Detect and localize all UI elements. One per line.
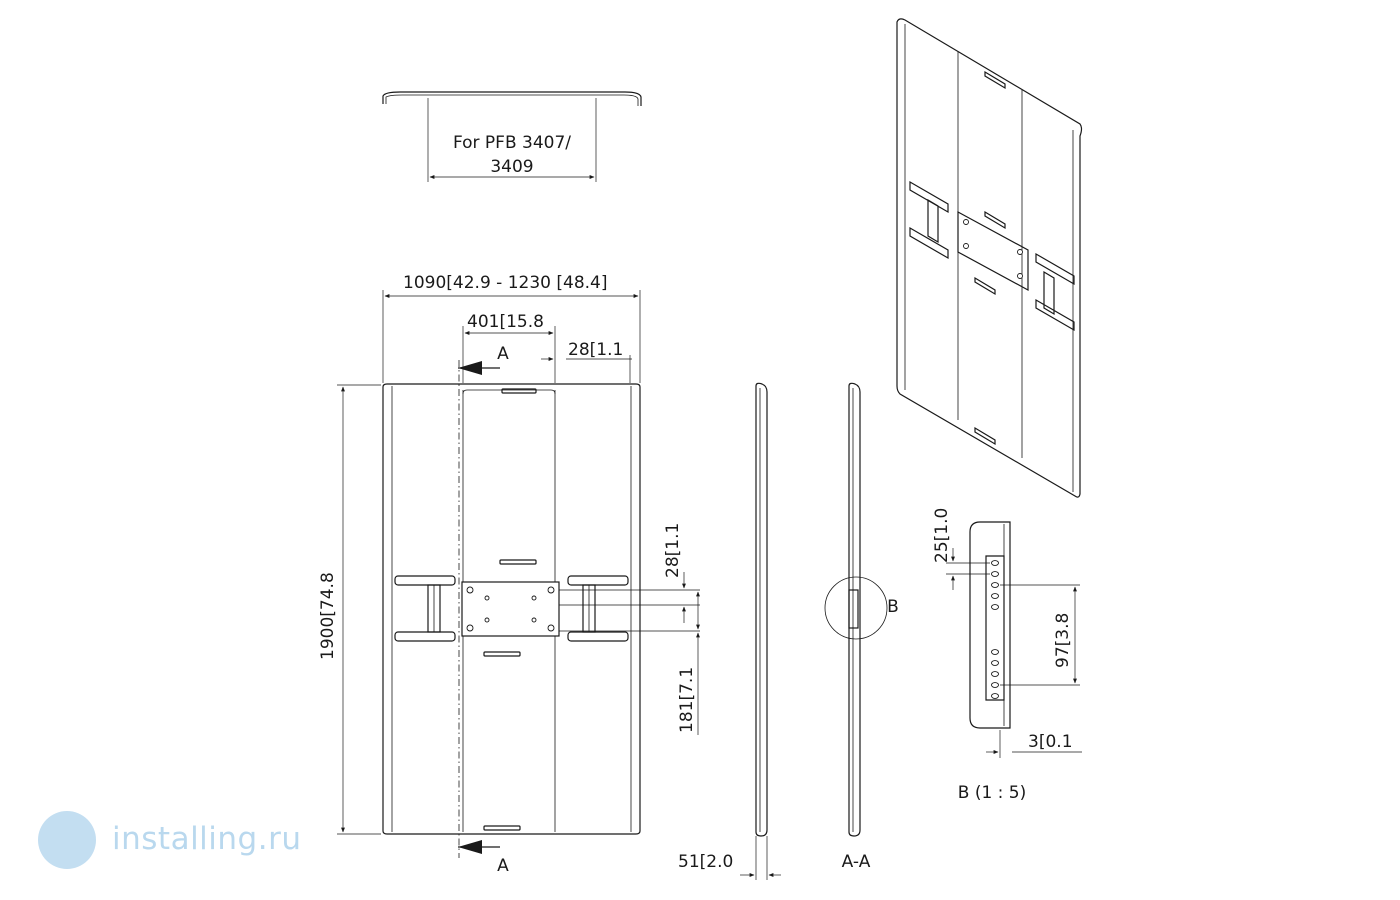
panel-outline (382, 383, 641, 835)
iso-column-lines (957, 52, 1023, 458)
section-mark-bottom: A (497, 856, 509, 876)
top-profile-detail: For PFB 3407/ 3409 (382, 91, 642, 182)
detail-holes (991, 560, 999, 699)
right-bracket (567, 575, 629, 642)
section-view: B A-A (824, 382, 899, 872)
profile-inner (385, 94, 639, 106)
iso-right-bracket (1035, 252, 1075, 332)
profile-outline (382, 91, 642, 106)
plate-offset-label: 28[1.1 (663, 523, 683, 578)
slot-top (501, 388, 537, 394)
detail-depth-label: 3[0.1 (1028, 732, 1073, 752)
iso-slot-top (984, 70, 1006, 90)
side-outline (755, 382, 768, 837)
slot-mid-lower (483, 651, 521, 657)
front-view: 1090[42.9 - 1230 [48.4] 401[15.8 28[1.1 … (318, 273, 700, 876)
profile-label-1: For PFB 3407/ (453, 133, 571, 153)
section-label: A-A (842, 852, 871, 872)
plate-holes (466, 586, 555, 632)
iso-slot-low (974, 276, 996, 296)
iso-left-bracket (909, 180, 949, 260)
watermark: installing.ru (20, 805, 316, 877)
height-label: 1900[74.8 (318, 572, 338, 660)
detail-outline (969, 521, 1011, 729)
section-arrow-bottom (458, 840, 482, 854)
width-min-label: 1090[42.9 - 1230 [48.4] (403, 273, 608, 293)
section-arrow-top (458, 361, 482, 375)
iso-plate (957, 210, 1029, 292)
detail-circle (824, 576, 888, 640)
detail-rail (985, 555, 1005, 701)
center-column (462, 390, 556, 832)
side-thickness-label: 51[2.0 (678, 852, 733, 872)
detail-view: 25[1.0 97[3.8 3[0.1 B (1 : 5) (932, 508, 1082, 803)
mounting-plate (461, 581, 560, 637)
section-outline (848, 382, 861, 837)
iso-plate-holes (963, 219, 1023, 279)
detail-pitch-label: 97[3.8 (1053, 613, 1073, 668)
iso-slot-bottom (974, 426, 996, 446)
side-view: 51[2.0 (678, 382, 781, 880)
iso-slot-mid (984, 210, 1006, 230)
bottom-offset-label: 181[7.1 (677, 667, 697, 733)
iso-panel-grooves (904, 24, 1074, 492)
globe-logo-icon (38, 811, 96, 869)
slot-mid-upper (499, 559, 537, 565)
center-column-top (462, 389, 556, 395)
iso-panel-outline (896, 18, 1083, 498)
watermark-text: installing.ru (112, 821, 302, 857)
detail-top-label: 25[1.0 (932, 508, 952, 563)
section-bracket (848, 589, 859, 629)
left-bracket (394, 575, 456, 642)
detail-label: B (1 : 5) (958, 783, 1027, 803)
profile-label-2: 3409 (490, 157, 533, 177)
center-width-label: 401[15.8 (467, 312, 544, 332)
edge-offset-label: 28[1.1 (568, 340, 623, 360)
slot-bottom (483, 825, 521, 831)
detail-marker: B (887, 597, 899, 617)
section-mark-top: A (497, 344, 509, 364)
isometric-view (896, 18, 1083, 498)
